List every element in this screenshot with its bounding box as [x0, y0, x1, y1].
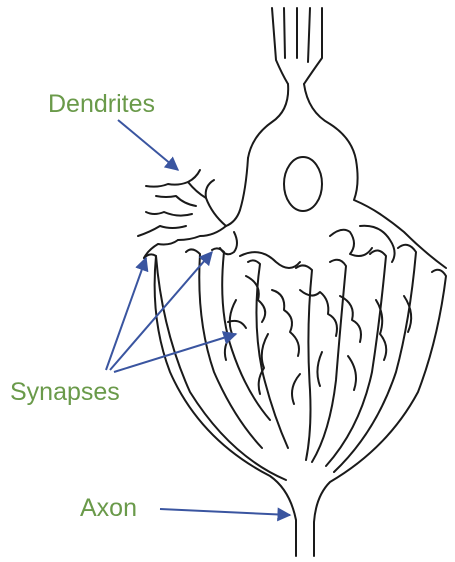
- cell-body: [226, 157, 446, 268]
- left-dendrites: [138, 170, 237, 258]
- axon-arrow: [160, 509, 290, 515]
- axon-label: Axon: [80, 494, 137, 522]
- synapse-arrow-1: [106, 258, 146, 370]
- dendrites-arrow: [118, 120, 178, 170]
- apical-dendrite: [248, 8, 356, 160]
- synapse-arrow-3: [114, 334, 236, 372]
- annotation-arrows: [106, 120, 290, 515]
- synaptic-fibers: [144, 245, 446, 556]
- dendrites-label: Dendrites: [48, 90, 155, 118]
- synapse-arrow-2: [110, 252, 212, 370]
- synapses-label: Synapses: [10, 378, 120, 406]
- nucleus: [284, 157, 322, 211]
